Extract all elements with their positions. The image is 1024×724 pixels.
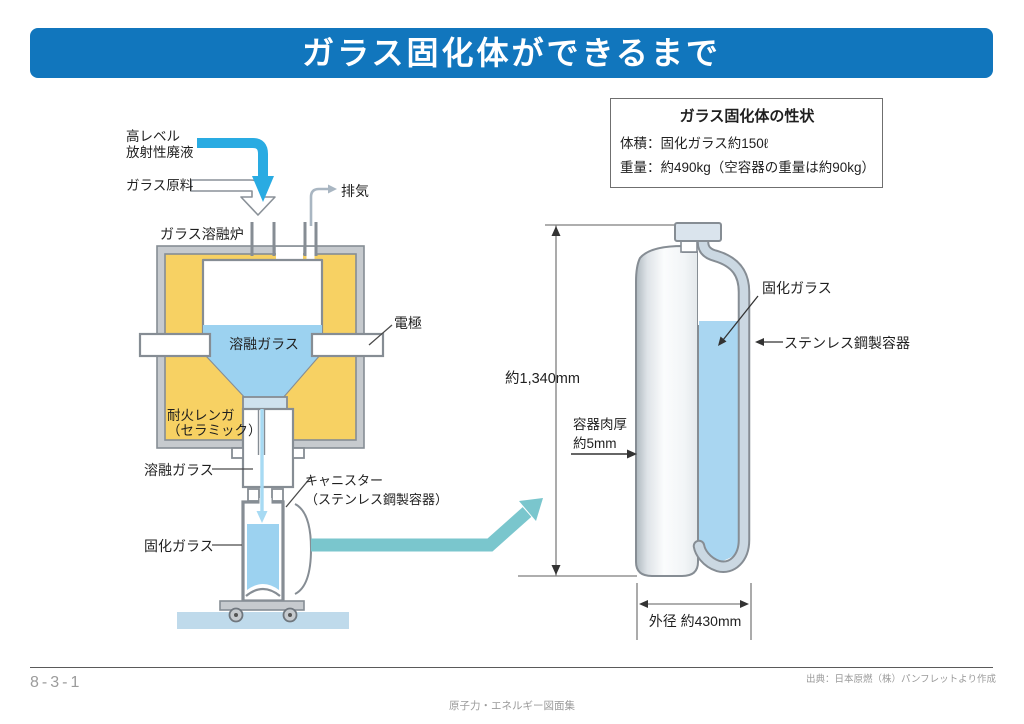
source-credit: 出典：日本原燃（株）パンフレットより作成 bbox=[805, 674, 996, 685]
electrode-left bbox=[138, 332, 212, 358]
offgas-duct bbox=[306, 247, 315, 262]
electrodes bbox=[138, 332, 385, 358]
footer-divider bbox=[30, 667, 993, 668]
height-dimension-label: 約1,340mm bbox=[505, 371, 580, 387]
dimension-arrowheads bbox=[551, 226, 749, 608]
floor bbox=[177, 612, 349, 629]
wall-thickness-label: 容器肉厚 約5mm bbox=[573, 417, 627, 451]
solidified-glass-detail bbox=[699, 321, 741, 561]
exhaust-label: 排気 bbox=[341, 183, 369, 199]
canister-bracket bbox=[294, 503, 313, 595]
firebrick-label: 耐火レンガ （セラミック） bbox=[167, 408, 262, 438]
info-box-title: ガラス固化体の性状 bbox=[679, 108, 815, 125]
molten-glass-label: 溶融ガラス bbox=[229, 336, 299, 352]
electrode-right bbox=[310, 332, 385, 358]
info-box: ガラス固化体の性状 体積：固化ガラス約150ℓ 重量：約490kg（空容器の重量… bbox=[610, 98, 883, 188]
electrode-label: 電極 bbox=[394, 315, 422, 331]
title-banner: ガラス固化体ができるまで bbox=[30, 28, 993, 78]
solidified-glass-label: 固化ガラス bbox=[144, 538, 214, 554]
dished-bottom bbox=[245, 587, 281, 597]
canister-neck bbox=[680, 240, 698, 253]
solidified-glass-fill bbox=[247, 524, 279, 590]
page-title: ガラス固化体ができるまで bbox=[302, 35, 721, 71]
cart bbox=[219, 600, 305, 623]
glass-stream bbox=[256, 409, 268, 523]
container-wall bbox=[692, 235, 751, 573]
glass-material-label: ガラス原料 bbox=[126, 178, 194, 193]
dimension-lines bbox=[518, 224, 752, 640]
container-label: ステンレス鋼製容器 bbox=[784, 335, 910, 351]
feed-duct bbox=[276, 247, 303, 262]
solidified-glass-detail-label: 固化ガラス bbox=[762, 280, 832, 296]
exhaust-arrow bbox=[309, 184, 337, 226]
info-volume: 体積：固化ガラス約150ℓ bbox=[620, 136, 769, 151]
transfer-arrow bbox=[311, 498, 543, 552]
canister-cap bbox=[674, 222, 722, 242]
series-title: 原子力・エネルギー図面集 bbox=[449, 700, 575, 712]
molten-glass-drip-label: 溶融ガラス bbox=[144, 462, 214, 478]
furnace-label: ガラス溶融炉 bbox=[160, 226, 244, 242]
waste-arrow bbox=[197, 138, 274, 202]
page-number: 8-3-1 bbox=[30, 674, 83, 691]
canister-body bbox=[635, 244, 699, 577]
canister-label: キャニスター （ステンレス鋼製容器） bbox=[305, 473, 449, 507]
molten-glass-pool bbox=[203, 325, 322, 397]
waste-label: 高レベル 放射性廃液 bbox=[126, 129, 194, 160]
leader-lines bbox=[212, 324, 393, 546]
outer-diameter-label: 外径 約430mm bbox=[648, 613, 742, 629]
detail-leaders bbox=[571, 295, 783, 459]
furnace-chimneys bbox=[250, 222, 318, 256]
drain-needle bbox=[257, 409, 266, 455]
info-weight: 重量：約490kg（空容器の重量は約90kg） bbox=[620, 160, 876, 175]
